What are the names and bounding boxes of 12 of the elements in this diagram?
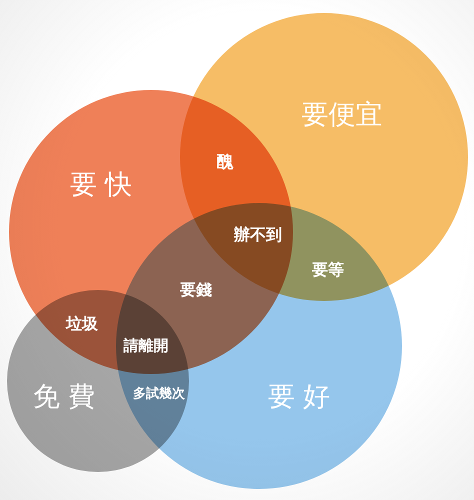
circle-label: 要快 [68,172,140,198]
circle-label: 免費 [32,384,104,410]
overlap-label: 要等 [312,262,344,278]
overlap-label: 要錢 [180,282,212,298]
venn-circle [116,203,402,489]
overlap-label: 垃圾 [66,316,98,332]
overlap-label: 多試幾次 [133,388,185,400]
overlap-label: 辦不到 [234,227,282,243]
overlap-label: 請離開 [124,338,168,354]
circle-label: 要好 [266,384,338,410]
circle-label: 要便宜 [302,102,382,128]
overlap-label: 醜 [216,154,234,172]
